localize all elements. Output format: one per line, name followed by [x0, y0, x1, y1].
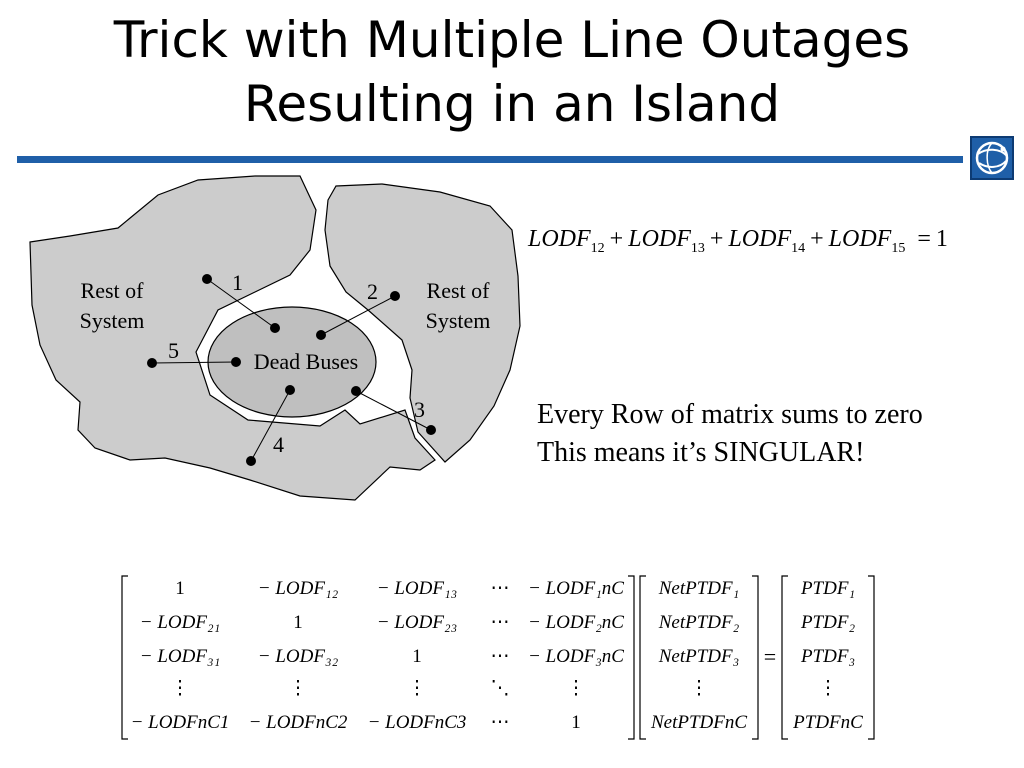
matrix-cell: − LODF₂₁	[140, 612, 220, 633]
matrix-cell: − LODF₁₂	[258, 578, 339, 599]
line-label-1: 1	[232, 270, 243, 295]
matrix-cell: 1	[175, 578, 185, 599]
line-label-2: 2	[367, 279, 378, 304]
matrix-cell: 1	[571, 712, 581, 733]
title-line-1: Trick with Multiple Line Outages	[113, 11, 911, 69]
equation-rhs: 1	[935, 226, 948, 252]
matrix-cell: ⋮	[567, 678, 586, 699]
matrix-cell: ⋯	[491, 646, 510, 667]
lodf-term-13: LODF13	[628, 226, 705, 256]
matrix-cell: − LODF₁nC	[528, 578, 624, 599]
island-diagram: 1 2 3 4 5 Rest of System Rest of System …	[29, 175, 521, 501]
matrix-cell: − LODF₃₂	[258, 646, 339, 667]
dead-buses-label: Dead Buses	[254, 349, 358, 374]
matrix-cell: − LODFnC3	[368, 712, 467, 733]
matrix-cell: 1	[293, 612, 303, 633]
singularity-note: Every Row of matrix sums to zero This me…	[537, 396, 923, 472]
matrix-cell: 1	[412, 646, 422, 667]
matrix-cell: − LODFnC2	[249, 712, 348, 733]
lodf-sum-equation: LODF12+LODF13+LODF14+LODF15=1	[528, 226, 948, 256]
rest-of-system-left-label-2: System	[80, 308, 145, 333]
line-label-3: 3	[414, 397, 425, 422]
matrix-cell: ⋯	[491, 712, 510, 733]
lodf-term-12: LODF12	[528, 226, 605, 256]
netptdf-vector-entry: NetPTDF₁	[658, 578, 740, 599]
matrix-cell: ⋱	[491, 678, 510, 699]
title-line-2: Resulting in an Island	[243, 75, 781, 133]
slide-title: Trick with Multiple Line Outages Resulti…	[0, 8, 1024, 136]
line-label-4: 4	[273, 432, 284, 457]
outaged-lines	[147, 274, 436, 466]
netptdf-vector-entry: NetPTDF₃	[658, 646, 740, 667]
matrix-cell: ⋮	[408, 678, 427, 699]
netptdf-vector-entry: NetPTDFnC	[650, 712, 747, 733]
matrix-cell: ⋯	[491, 612, 510, 633]
netptdf-vector-entry: NetPTDF₂	[658, 612, 740, 633]
matrix-cell: ⋯	[491, 578, 510, 599]
ptdf-vector-entry: PTDF₃	[800, 646, 855, 667]
ptdf-vector-entry: PTDF₁	[800, 578, 855, 599]
rest-of-system-left-region	[29, 175, 436, 501]
matrix-cell: ⋮	[171, 678, 190, 699]
matrix-cell: − LODF₃₁	[140, 646, 220, 667]
ptdf-vector-entry: PTDF₂	[800, 612, 856, 633]
globe-logo-icon	[970, 136, 1014, 180]
lodf-matrix-equation: 1 − LODF₁₂ − LODF₁₃ ⋯ − LODF₁nC − LODF₂₁ 1 − LO…	[121, 575, 875, 740]
note-line-1: Every Row of matrix sums to zero	[537, 399, 923, 430]
matrix-cell: − LODF₂₃	[377, 612, 457, 633]
matrix-equals-sign: =	[764, 644, 776, 669]
note-line-2: This means it’s SINGULAR!	[537, 437, 865, 468]
matrix-cell: − LODF₂nC	[528, 612, 624, 633]
ptdf-vector-entry: ⋮	[819, 678, 838, 699]
netptdf-vector-entry: ⋮	[690, 678, 709, 699]
matrix-cell: − LODFnC1	[131, 712, 230, 733]
rest-of-system-right-region	[324, 183, 521, 463]
title-divider	[17, 156, 963, 163]
matrix-cell: ⋮	[289, 678, 308, 699]
lodf-term-15: LODF15	[828, 226, 906, 256]
matrix-cell: − LODF₁₃	[377, 578, 457, 599]
line-label-5: 5	[168, 338, 179, 363]
rest-of-system-left-label-1: Rest of	[81, 278, 145, 303]
lodf-term-14: LODF14	[728, 226, 806, 256]
rest-of-system-right-label-1: Rest of	[427, 278, 491, 303]
matrix-cell: − LODF₃nC	[528, 646, 624, 667]
rest-of-system-right-label-2: System	[426, 308, 491, 333]
ptdf-vector-entry: PTDFnC	[792, 712, 863, 733]
